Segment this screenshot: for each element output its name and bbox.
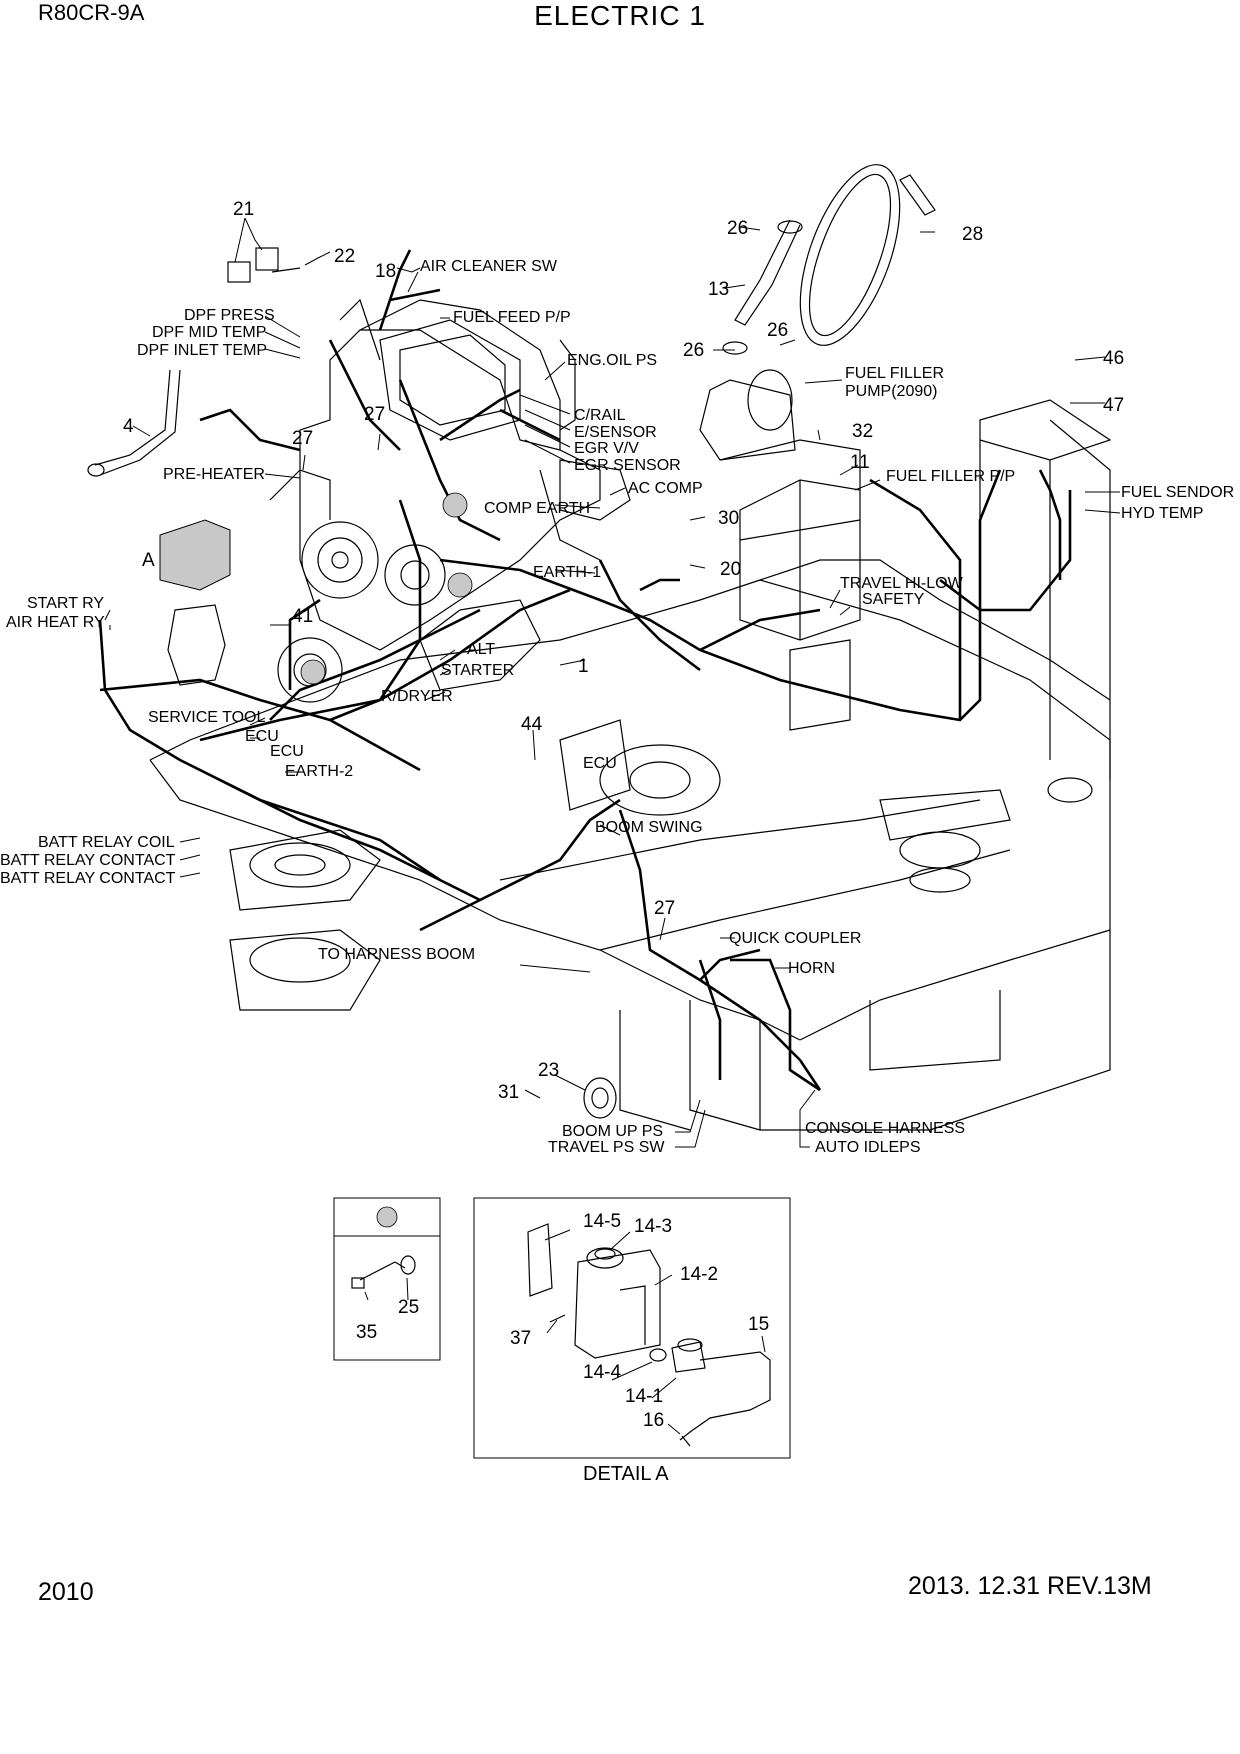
callout-20: 20 bbox=[720, 559, 741, 580]
leader-lines bbox=[104, 217, 1121, 1148]
pre-heater-strap bbox=[87, 369, 181, 477]
callout-37: 37 bbox=[510, 1328, 531, 1349]
callout-26a: 26 bbox=[727, 218, 748, 239]
horn-23 bbox=[583, 1077, 617, 1119]
callout-1: 1 bbox=[578, 656, 589, 677]
callout-46: 46 bbox=[1103, 348, 1124, 369]
label-eng-oil-ps: ENG.OIL PS bbox=[567, 352, 657, 369]
callout-26b: 26 bbox=[767, 320, 788, 341]
label-dpf-mid-temp: DPF MID TEMP bbox=[152, 324, 266, 341]
label-service-tool: SERVICE TOOL bbox=[148, 709, 265, 726]
label-fuel-filler: FUEL FILLER bbox=[845, 365, 944, 382]
detail-a-caption: DETAIL A bbox=[583, 1463, 669, 1485]
label-auto-idleps: AUTO IDLEPS bbox=[815, 1139, 921, 1156]
label-travel-hi-low: TRAVEL HI-LOW bbox=[840, 575, 964, 592]
label-earth-2: EARTH-2 bbox=[285, 763, 353, 780]
model-number: R80CR-9A bbox=[38, 0, 145, 25]
callout-32: 32 bbox=[852, 421, 873, 442]
callout-23: 23 bbox=[538, 1060, 559, 1081]
label-hyd-temp: HYD TEMP bbox=[1121, 505, 1203, 522]
label-batt-relay-coil: BATT RELAY COIL bbox=[38, 834, 175, 851]
callout-11: 11 bbox=[850, 452, 870, 473]
detail-a-box: 14-5 14-3 14-2 15 37 14-4 14-1 16 bbox=[473, 1197, 791, 1459]
label-r-dryer: R/DRYER bbox=[381, 688, 453, 705]
callout-27a: 27 bbox=[292, 428, 313, 449]
label-pump-2090: PUMP(2090) bbox=[845, 383, 937, 400]
label-egr-vv: EGR V/V bbox=[574, 440, 639, 457]
callout-4: 4 bbox=[123, 416, 134, 437]
callout-27c: 27 bbox=[654, 898, 675, 919]
label-e-sensor: E/SENSOR bbox=[574, 424, 657, 441]
callout-47: 47 bbox=[1103, 395, 1124, 416]
upper-frame bbox=[149, 399, 1112, 1131]
callout-15: 15 bbox=[748, 1314, 769, 1335]
label-air-heat-ry: AIR HEAT RY bbox=[6, 614, 105, 631]
callout-14-3: 14-3 bbox=[634, 1216, 672, 1237]
callout-41: 41 bbox=[292, 606, 313, 627]
label-alt: ALT bbox=[467, 641, 495, 658]
label-fuel-filler-pp: FUEL FILLER P/P bbox=[886, 468, 1015, 485]
callout-14-4: 14-4 bbox=[583, 1362, 621, 1383]
label-ac-comp: AC COMP bbox=[628, 480, 703, 497]
label-ecu-2: ECU bbox=[270, 743, 304, 760]
callout-13: 13 bbox=[708, 279, 729, 300]
starter-relay-a bbox=[159, 519, 231, 686]
callout-31: 31 bbox=[498, 1082, 519, 1103]
callout-14-1: 14-1 bbox=[625, 1386, 663, 1407]
revision-date: 2013. 12.31 REV.13M bbox=[908, 1572, 1152, 1600]
fuel-filler-pump bbox=[699, 164, 936, 461]
page-title: ELECTRIC 1 bbox=[534, 0, 706, 31]
label-dpf-press: DPF PRESS bbox=[184, 307, 275, 324]
callout-18: 18 bbox=[375, 261, 396, 282]
callouts: 21 22 18 AIR CLEANER SW FUEL FEED P/P DP… bbox=[0, 199, 1234, 1156]
label-boom-swing: BOOM SWING bbox=[595, 819, 703, 836]
label-air-cleaner-sw: AIR CLEANER SW bbox=[420, 258, 558, 275]
label-egr-sensor: EGR SENSOR bbox=[574, 457, 681, 474]
relay-21 bbox=[227, 247, 301, 283]
callout-21: 21 bbox=[233, 199, 254, 220]
label-dpf-inlet-temp: DPF INLET TEMP bbox=[137, 342, 267, 359]
inset-box-shaded-circle: 35 25 bbox=[333, 1197, 441, 1361]
label-starter: STARTER bbox=[441, 662, 514, 679]
callout-35: 35 bbox=[356, 1322, 377, 1343]
callout-14-2: 14-2 bbox=[680, 1264, 718, 1285]
label-pre-heater: PRE-HEATER bbox=[163, 466, 265, 483]
label-horn: HORN bbox=[788, 960, 835, 977]
callout-44: 44 bbox=[521, 714, 543, 735]
label-ecu-box: ECU bbox=[583, 755, 617, 772]
callout-A: A bbox=[142, 550, 155, 571]
label-to-harness-boom: TO HARNESS BOOM bbox=[318, 946, 475, 963]
label-boom-up-ps: BOOM UP PS bbox=[562, 1123, 663, 1140]
label-batt-relay-contact-1: BATT RELAY CONTACT bbox=[0, 852, 176, 869]
label-travel-ps-sw: TRAVEL PS SW bbox=[548, 1139, 665, 1156]
label-quick-coupler: QUICK COUPLER bbox=[729, 930, 861, 947]
label-ecu-1: ECU bbox=[245, 728, 279, 745]
callout-16: 16 bbox=[643, 1410, 664, 1431]
label-start-ry: START RY bbox=[27, 595, 104, 612]
callout-30: 30 bbox=[718, 508, 739, 529]
callout-25: 25 bbox=[398, 1297, 419, 1318]
callout-27b: 27 bbox=[364, 404, 385, 425]
callout-14-5: 14-5 bbox=[583, 1211, 621, 1232]
callout-28: 28 bbox=[962, 224, 983, 245]
label-batt-relay-contact-2: BATT RELAY CONTACT bbox=[0, 870, 176, 887]
callout-26c: 26 bbox=[683, 340, 704, 361]
label-fuel-feed-pp: FUEL FEED P/P bbox=[453, 309, 571, 326]
label-comp-earth: COMP EARTH bbox=[484, 500, 590, 517]
label-fuel-sendor: FUEL SENDOR bbox=[1121, 484, 1234, 501]
label-console-harness: CONSOLE HARNESS bbox=[805, 1120, 965, 1137]
page-number: 2010 bbox=[38, 1578, 94, 1606]
label-safety: SAFETY bbox=[862, 591, 925, 608]
label-earth-1: EARTH-1 bbox=[533, 564, 601, 581]
label-c-rail: C/RAIL bbox=[574, 407, 626, 424]
wire-harness bbox=[98, 249, 1072, 1092]
callout-22: 22 bbox=[334, 246, 355, 267]
